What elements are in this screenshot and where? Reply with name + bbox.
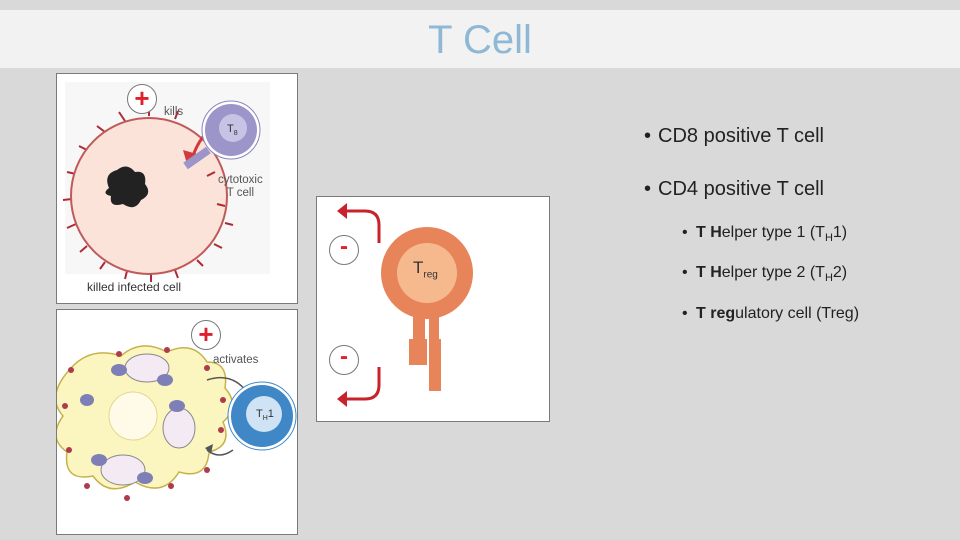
- killed-infected-cell-caption: killed infected cell: [87, 280, 182, 294]
- bullet-th2: •T Helper type 2 (TH2): [682, 264, 848, 285]
- t8-label: T8: [227, 123, 238, 138]
- nucleus-icon: [105, 166, 149, 208]
- negative-sign-bottom: -: [329, 345, 359, 375]
- treg-diagram: [337, 203, 473, 407]
- slide-title: T Cell: [428, 18, 532, 62]
- cytotoxic-diagram: [62, 82, 270, 282]
- helper-diagram: [57, 345, 297, 501]
- bullet-cd4: •CD4 positive T cell: [644, 178, 824, 200]
- kills-label: kills: [164, 106, 184, 118]
- apc-surface-dots: [62, 347, 226, 501]
- vesicles: [80, 353, 196, 486]
- th1-label: TH1: [256, 408, 274, 423]
- treg-figure: - - Treg: [316, 196, 550, 422]
- activates-label: activates: [213, 354, 259, 366]
- helper-figure: + activates TH1: [56, 309, 298, 535]
- up-arrow: [347, 209, 381, 243]
- positive-sign: +: [191, 320, 221, 350]
- top-strip: [0, 0, 960, 10]
- cytotoxic-figure: + kills T8 cytotoxic T cell killed infec…: [56, 73, 298, 304]
- positive-sign: +: [127, 84, 157, 114]
- negative-sign-top: -: [329, 235, 359, 265]
- bullet-th1: •T Helper type 1 (TH1): [682, 224, 848, 245]
- cytotoxic-label: cytotoxic T cell: [218, 174, 263, 199]
- infected-cell: [70, 117, 228, 275]
- bullet-cd8: •CD8 positive T cell: [644, 125, 824, 147]
- down-arrow: [347, 367, 381, 401]
- apc-nucleus: [108, 391, 158, 441]
- bullet-treg: •T regulatory cell (Treg): [682, 305, 860, 322]
- title-band: [0, 10, 960, 68]
- treg-label: Treg: [413, 258, 438, 281]
